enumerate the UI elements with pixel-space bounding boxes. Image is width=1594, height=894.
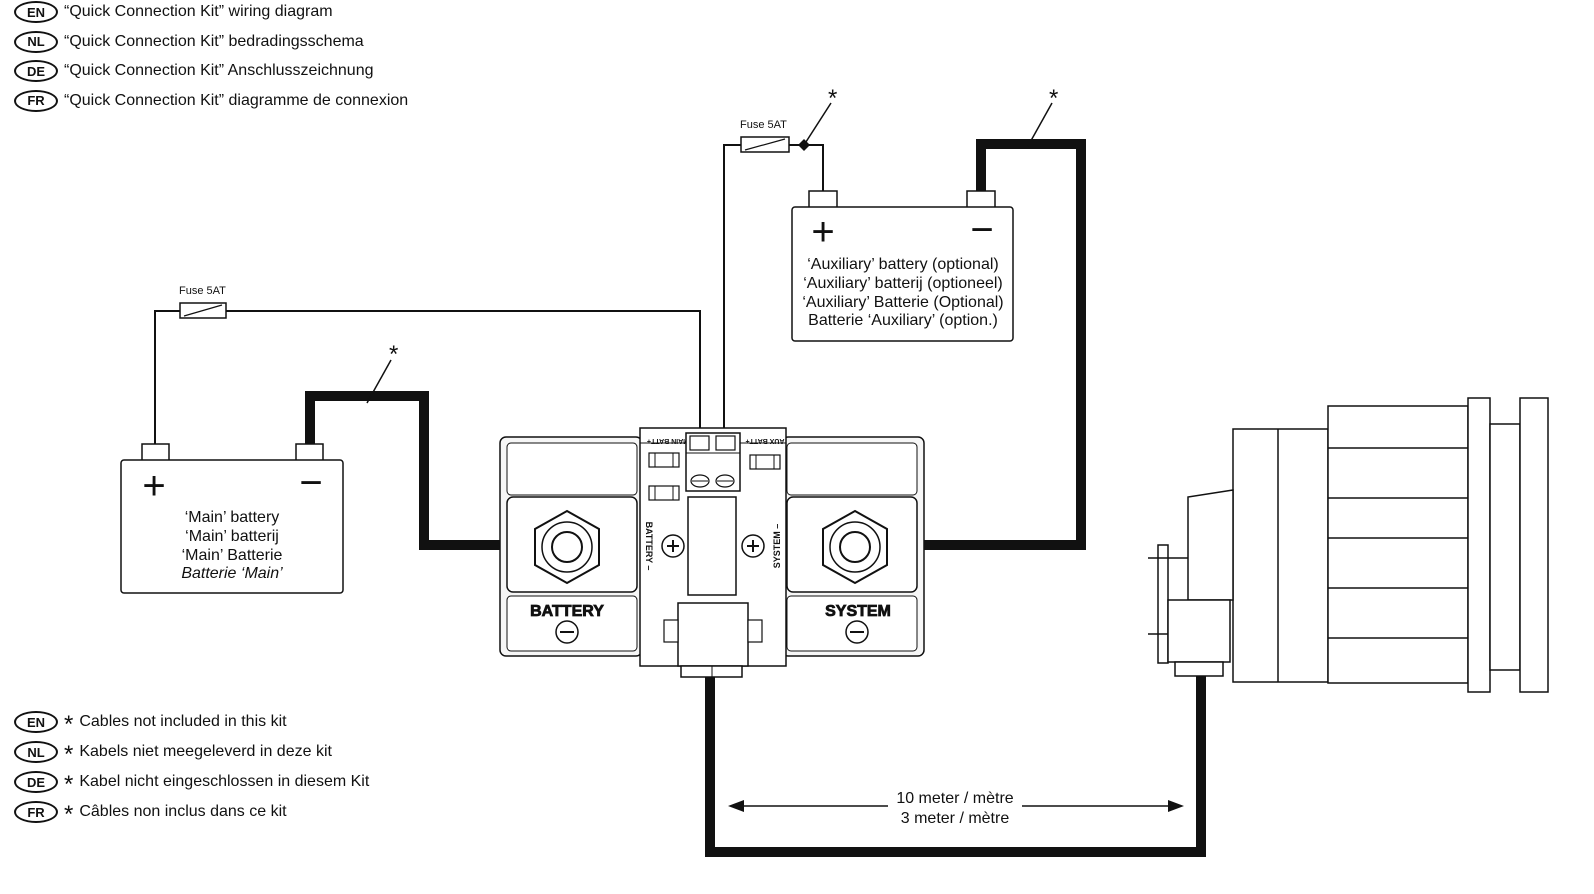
titles-text: “Quick Connection Kit” diagramme de conn… xyxy=(64,91,409,109)
main-battery: + − ‘Main’ battery ‘Main’ batterij ‘Main… xyxy=(120,443,344,594)
remote-panel xyxy=(1148,397,1549,693)
asterisk-note-marker: * xyxy=(64,711,74,738)
language-badge-nl: NL xyxy=(14,741,58,763)
relay-battery-label: BATTERY xyxy=(530,603,604,620)
titles-row-nl: NL “Quick Connection Kit” bedradingsschem… xyxy=(14,29,364,55)
fuse-main-label: Fuse 5AT xyxy=(179,285,226,297)
main-positive-wire-b xyxy=(226,310,701,436)
language-badge-en: EN xyxy=(14,711,58,733)
main-battery-label-de: ‘Main’ Batterie xyxy=(182,547,283,564)
asterisk-markers xyxy=(366,102,1053,404)
main-battery-minus: − xyxy=(299,461,322,505)
notes-text: Câbles non inclus dans ce kit xyxy=(79,803,287,820)
relay-battery-side-label: BATTERY – xyxy=(644,522,654,571)
language-badge-de: DE xyxy=(14,60,58,82)
fuse-main: Fuse 5AT xyxy=(179,285,227,319)
notes-row-de: DE * Kabel nicht eingeschlossen in diesem … xyxy=(14,769,370,798)
main-battery-label-en: ‘Main’ battery xyxy=(185,509,280,526)
aux-battery-label-nl: ‘Auxiliary’ batterij (optioneel) xyxy=(803,275,1003,292)
aux-negative-cable xyxy=(865,139,1086,550)
main-battery-label-nl: ‘Main’ batterij xyxy=(185,528,279,545)
cable-length-dimension: 10 meter / mètre 3 meter / mètre xyxy=(728,790,1184,827)
titles-row-de: DE “Quick Connection Kit” Anschlusszeichn… xyxy=(14,58,374,84)
relay-unit: BATTERY SYSTEM MAIN BATT+ AUX BATT+ xyxy=(499,427,925,678)
asterisk-main-cable: * xyxy=(389,341,398,368)
negative-cables xyxy=(305,139,1206,857)
aux-battery-label-de: ‘Auxiliary’ Batterie (Optional) xyxy=(802,294,1003,311)
language-badge-de: DE xyxy=(14,771,58,793)
notes-row-fr: FR * Câbles non inclus dans ce kit xyxy=(14,799,287,828)
notes-text: Kabel nicht eingeschlossen in diesem Kit xyxy=(79,773,370,790)
asterisk-note-marker: * xyxy=(64,741,74,768)
aux-battery-minus: − xyxy=(970,208,993,252)
language-badge-en: EN xyxy=(14,1,58,23)
titles-text: “Quick Connection Kit” bedradingsschema xyxy=(64,32,364,50)
fuse-aux: Fuse 5AT xyxy=(740,119,810,153)
relay-main-batt-tag: MAIN BATT+ xyxy=(647,437,689,444)
asterisk-note-marker: * xyxy=(64,771,74,798)
main-battery-plus: + xyxy=(142,464,165,508)
aux-battery-label-fr: Batterie ‘Auxiliary’ (option.) xyxy=(808,312,998,329)
main-negative-cable xyxy=(305,391,540,550)
fuse-aux-label: Fuse 5AT xyxy=(740,119,787,131)
titles-row-fr: FR “Quick Connection Kit” diagramme de co… xyxy=(14,88,408,114)
aux-positive-wire-b xyxy=(789,144,824,194)
main-positive-wire xyxy=(154,310,180,448)
notes-text: Cables not included in this kit xyxy=(79,713,287,730)
aux-battery: + − ‘Auxiliary’ battery (optional) ‘Auxi… xyxy=(791,190,1014,342)
asterisk-aux-fuse: * xyxy=(828,85,837,112)
relay-aux-batt-tag: AUX BATT+ xyxy=(746,437,785,444)
cable-length-3m: 3 meter / mètre xyxy=(901,810,1010,827)
remote-cable xyxy=(705,676,1206,857)
titles-text: “Quick Connection Kit” Anschlusszeichnun… xyxy=(64,62,374,79)
notes-row-en: EN * Cables not included in this kit xyxy=(14,709,287,738)
relay-system-label: SYSTEM xyxy=(825,603,891,620)
asterisk-aux-cable: * xyxy=(1049,85,1058,112)
aux-battery-plus: + xyxy=(811,210,834,254)
titles-text: “Quick Connection Kit” wiring diagram xyxy=(64,3,333,20)
language-badge-fr: FR xyxy=(14,89,58,112)
aux-battery-label-en: ‘Auxiliary’ battery (optional) xyxy=(807,256,998,273)
relay-system-side-label: SYSTEM – xyxy=(772,524,782,569)
notes-text: Kabels niet meegeleverd in deze kit xyxy=(79,743,332,760)
cable-length-10m: 10 meter / mètre xyxy=(896,790,1013,807)
positive-wires xyxy=(154,144,824,448)
language-badge-nl: NL xyxy=(14,30,58,53)
notes-row-nl: NL * Kabels niet meegeleverd in deze kit xyxy=(14,739,332,768)
aux-positive-wire xyxy=(723,144,741,436)
titles-row-en: EN “Quick Connection Kit” wiring diagram xyxy=(14,0,333,25)
language-badge-fr: FR xyxy=(14,801,58,823)
main-battery-label-fr: Batterie ‘Main’ xyxy=(181,565,283,582)
asterisk-note-marker: * xyxy=(64,801,74,828)
